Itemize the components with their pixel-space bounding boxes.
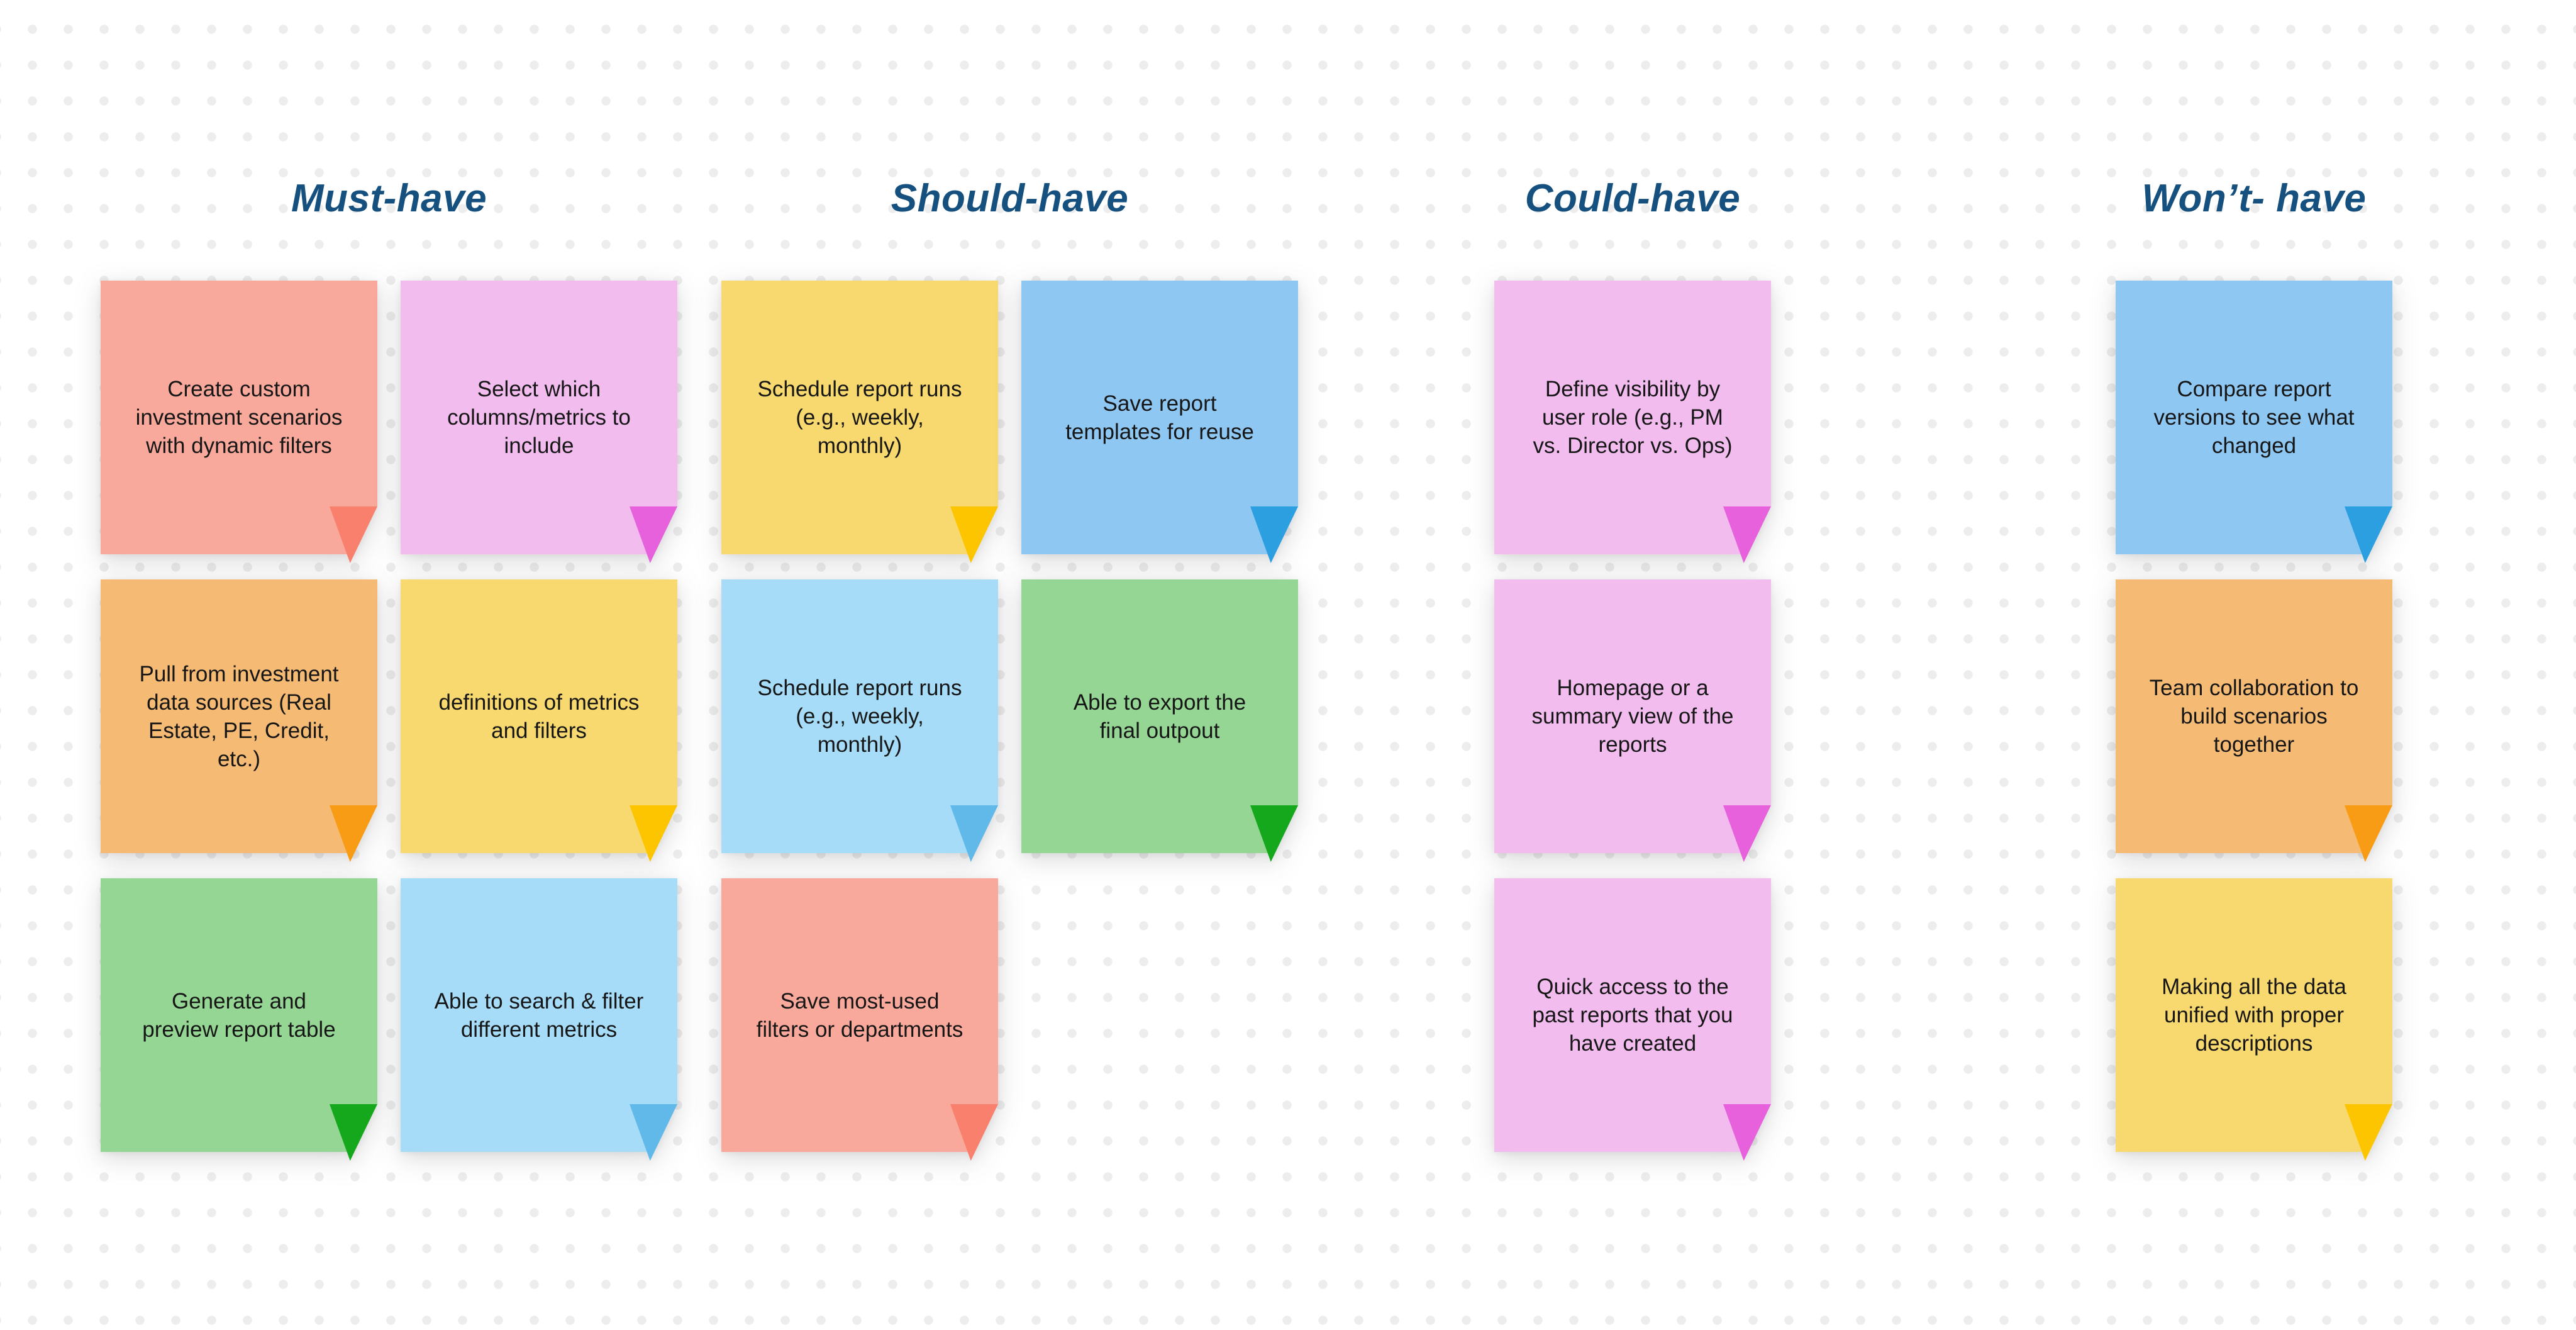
sticky-note-text: Schedule report runs (e.g., weekly, mont… bbox=[757, 676, 962, 757]
sticky-note[interactable]: Able to export the final outpout bbox=[1021, 579, 1298, 862]
notes-grid: Define visibility by user role (e.g., PM… bbox=[1494, 281, 1771, 1161]
sticky-note-face: Quick access to the past reports that yo… bbox=[1494, 878, 1771, 1152]
sticky-note[interactable]: Schedule report runs (e.g., weekly, mont… bbox=[721, 281, 998, 563]
notes-grid: Compare report versions to see what chan… bbox=[2116, 281, 2392, 1161]
sticky-note-text: Able to search & filter different metric… bbox=[434, 988, 644, 1042]
sticky-note[interactable]: Able to search & filter different metric… bbox=[401, 878, 677, 1161]
sticky-note-text: Create custom investment scenarios with … bbox=[135, 377, 343, 458]
sticky-note-text: Save report templates for reuse bbox=[1065, 391, 1254, 444]
sticky-note-text: Schedule report runs (e.g., weekly, mont… bbox=[757, 377, 962, 458]
sticky-note[interactable]: Compare report versions to see what chan… bbox=[2116, 281, 2392, 563]
sticky-note-text: Save most-used filters or departments bbox=[756, 988, 963, 1042]
sticky-note[interactable]: Team collaboration to build scenarios to… bbox=[2116, 579, 2392, 862]
sticky-note[interactable]: Schedule report runs (e.g., weekly, mont… bbox=[721, 579, 998, 862]
sticky-note[interactable]: Define visibility by user role (e.g., PM… bbox=[1494, 281, 1771, 563]
column-title[interactable]: Won’t- have bbox=[2141, 177, 2367, 220]
sticky-note-face: Compare report versions to see what chan… bbox=[2116, 281, 2392, 554]
sticky-note-text: Select which columns/metrics to include bbox=[447, 377, 631, 458]
sticky-note-text: Quick access to the past reports that yo… bbox=[1532, 975, 1733, 1056]
column-title[interactable]: Could-have bbox=[1524, 177, 1741, 220]
column-title[interactable]: Must-have bbox=[291, 177, 487, 220]
column-title[interactable]: Should-have bbox=[891, 177, 1129, 220]
sticky-note-text: Team collaboration to build scenarios to… bbox=[2149, 676, 2359, 757]
sticky-note[interactable]: Generate and preview report table bbox=[101, 878, 377, 1161]
sticky-note-text: Pull from investment data sources (Real … bbox=[139, 661, 339, 771]
sticky-note-text: Homepage or a summary view of the report… bbox=[1531, 676, 1734, 757]
sticky-note[interactable]: definitions of metrics and filters bbox=[401, 579, 677, 862]
notes-grid: Create custom investment scenarios with … bbox=[101, 281, 677, 1161]
sticky-note[interactable]: Create custom investment scenarios with … bbox=[101, 281, 377, 563]
sticky-note[interactable]: Select which columns/metrics to include bbox=[401, 281, 677, 563]
sticky-note-face: Create custom investment scenarios with … bbox=[101, 281, 377, 554]
sticky-note-text: Making all the data unified with proper … bbox=[2162, 975, 2346, 1056]
sticky-note-text: Generate and preview report table bbox=[142, 988, 336, 1042]
sticky-note[interactable]: Save report templates for reuse bbox=[1021, 281, 1298, 563]
sticky-note[interactable]: Quick access to the past reports that yo… bbox=[1494, 878, 1771, 1161]
sticky-note[interactable]: Save most-used filters or departments bbox=[721, 878, 998, 1161]
sticky-note[interactable]: Making all the data unified with proper … bbox=[2116, 878, 2392, 1161]
sticky-note-text: Compare report versions to see what chan… bbox=[2153, 377, 2355, 458]
sticky-note-text: Define visibility by user role (e.g., PM… bbox=[1533, 377, 1733, 458]
notes-grid: Schedule report runs (e.g., weekly, mont… bbox=[721, 281, 1298, 1161]
sticky-note-text: Able to export the final outpout bbox=[1073, 690, 1246, 743]
sticky-note-face: Able to export the final outpout bbox=[1021, 579, 1298, 853]
sticky-note-text: definitions of metrics and filters bbox=[438, 690, 640, 743]
sticky-note[interactable]: Homepage or a summary view of the report… bbox=[1494, 579, 1771, 862]
sticky-note[interactable]: Pull from investment data sources (Real … bbox=[101, 579, 377, 862]
